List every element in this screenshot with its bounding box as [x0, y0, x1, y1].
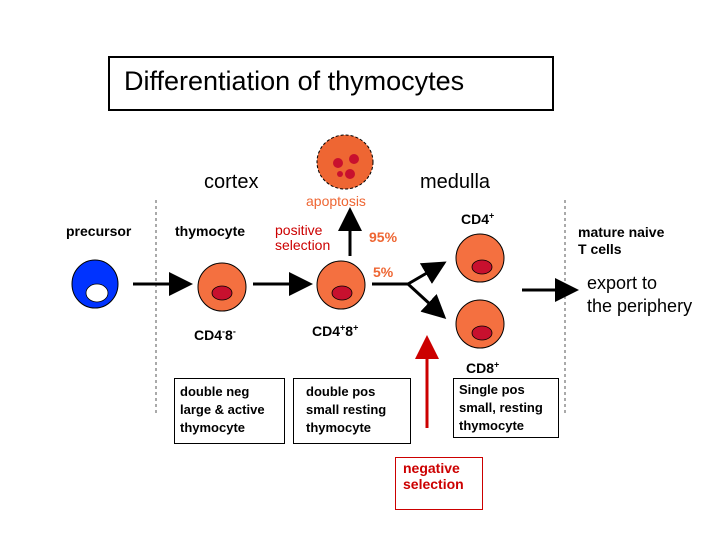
cd4-marker-sup: + [489, 210, 495, 221]
apoptosis-label: apoptosis [306, 193, 366, 209]
export-label: export to the periphery [587, 272, 692, 318]
positive-selection-label: positive selection [275, 223, 330, 253]
double-pos-line3: thymocyte [306, 420, 372, 435]
arrow-to-cd4 [407, 261, 447, 286]
precursor-label: precursor [66, 223, 132, 239]
single-pos-line1: Single pos [459, 382, 525, 397]
arrow-to-cd8 [406, 282, 447, 320]
percent-95-label: 95% [369, 229, 398, 245]
dp-marker-cd4: CD4 [312, 323, 341, 339]
cd4-marker-text: CD4 [461, 211, 490, 227]
positive-selection-line2: selection [275, 237, 331, 253]
negative-selection-line1: negative [403, 460, 460, 476]
double-pos-line2: small resting [306, 402, 387, 417]
dn-marker-sup2: - [232, 326, 236, 337]
double-neg-line2: large & active [180, 402, 265, 417]
dn-marker-cd8: 8 [225, 327, 233, 343]
double-pos-line1: double pos [306, 384, 376, 399]
single-pos-box: Single pos small, resting thymocyte [453, 378, 559, 438]
dn-marker-sup1: - [222, 326, 226, 337]
cortex-label: cortex [204, 171, 259, 193]
percent-5-label: 5% [373, 264, 394, 280]
thymocyte-dn-cell [197, 262, 247, 312]
mature-line1: mature naive [578, 224, 665, 240]
thymocyte-dp-cell [316, 260, 366, 310]
export-line2: the periphery [587, 296, 693, 316]
single-pos-line3: thymocyte [459, 418, 525, 433]
export-line1: export to [587, 273, 658, 293]
double-neg-box: double neg large & active thymocyte [174, 378, 285, 444]
dp-marker-cd8: 8 [345, 323, 354, 339]
single-pos-line2: small, resting [459, 400, 543, 415]
thymocyte-label: thymocyte [175, 223, 246, 239]
dp-marker-sup1: + [340, 322, 346, 333]
precursor-cell [71, 259, 119, 309]
cd4-marker-label: CD4+ [461, 211, 494, 227]
double-neg-line3: thymocyte [180, 420, 246, 435]
dp-marker-label: CD4+8+ [312, 323, 358, 339]
medulla-label: medulla [420, 171, 491, 193]
negative-selection-box: negative selection [395, 457, 483, 510]
cd8-marker-label: CD8+ [466, 360, 499, 376]
positive-selection-line1: positive [275, 222, 323, 238]
negative-selection-line2: selection [403, 476, 464, 492]
double-neg-line1: double neg [180, 384, 250, 399]
title-box [108, 56, 554, 111]
dp-marker-sup2: + [353, 322, 359, 333]
cd4-cell [455, 233, 505, 283]
dn-marker-cd4: CD4 [194, 327, 223, 343]
mature-label: mature naive T cells [578, 224, 664, 258]
mature-line2: T cells [578, 241, 622, 257]
apoptotic-cell [316, 134, 374, 190]
dn-marker-label: CD4-8- [194, 327, 236, 343]
cd8-marker-sup: + [494, 359, 500, 370]
cd8-cell [455, 299, 505, 349]
page-title: Differentiation of thymocytes [124, 66, 465, 96]
cd8-marker-text: CD8 [466, 360, 495, 376]
double-pos-box: double pos small resting thymocyte [293, 378, 411, 444]
